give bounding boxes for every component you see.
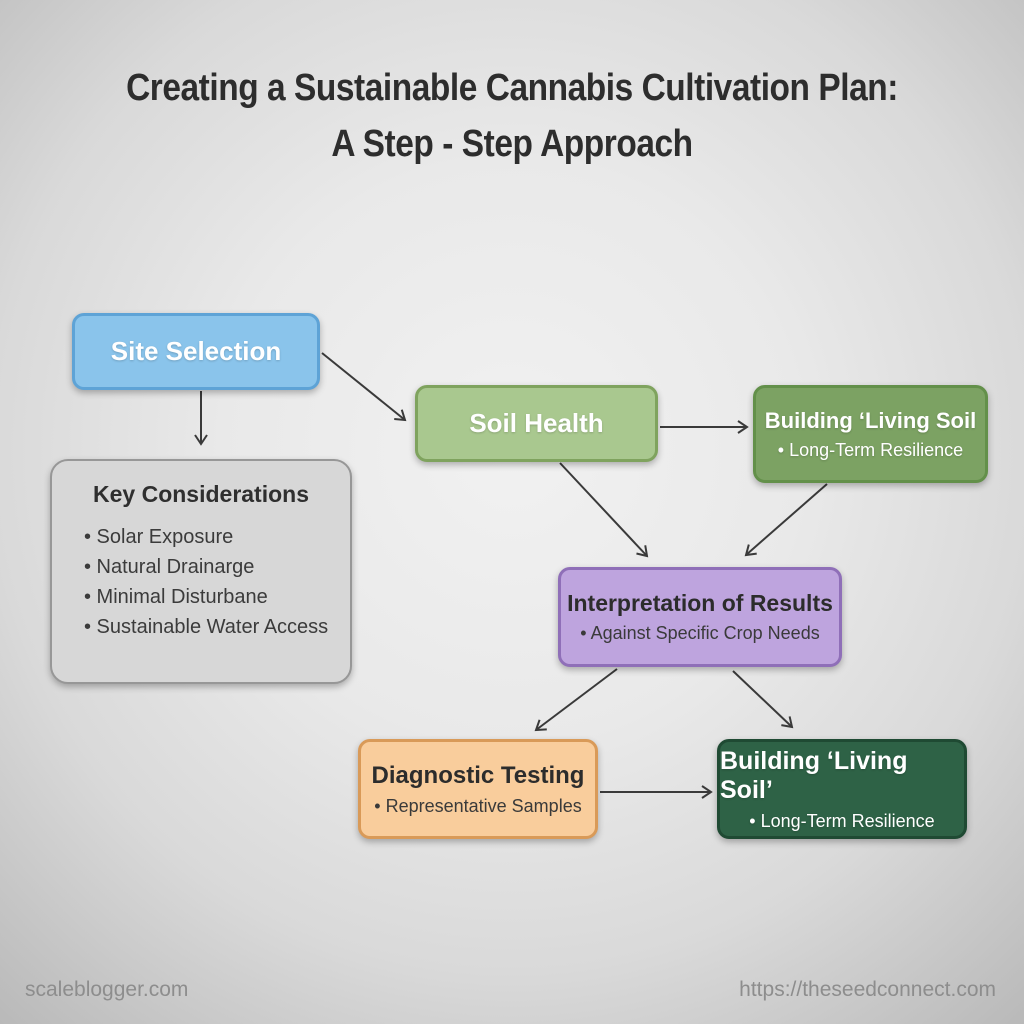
node-building-living-soil-bottom-title: Building ‘Living Soil’ [720, 746, 908, 804]
arrow-interpretation-to-diagnostic [534, 668, 618, 732]
node-building-living-soil-top-bullet: • Long-Term Resilience [777, 439, 964, 460]
key-considerations-item: • Solar Exposure [84, 526, 234, 548]
node-diagnostic-testing-bullet: • Representative Samples [374, 795, 582, 816]
node-interpretation-title: Interpretation of Results [567, 590, 833, 616]
node-building-living-soil-bottom-bullet: • Long-Term Resilience [749, 810, 935, 831]
key-considerations-item: • Sustainable Water Access [84, 616, 329, 638]
arrow-soil-health-to-interpretation [559, 462, 649, 558]
node-soil-health-label: Soil Health [469, 408, 604, 438]
node-building-living-soil-top-title: Building ‘Living Soil [764, 407, 977, 433]
key-considerations-item: • Minimal Disturbane [84, 586, 268, 608]
key-considerations-list: • Solar Exposure • Natural Drainarge • M… [84, 522, 350, 642]
title-line-1: Creating a Sustainable Cannabis Cultivat… [126, 67, 898, 109]
node-soil-health: Soil Health [415, 385, 658, 462]
node-site-selection: Site Selection [72, 313, 320, 390]
page-title: Creating a Sustainable Cannabis Cultivat… [61, 60, 962, 172]
node-diagnostic-testing: Diagnostic Testing • Representative Samp… [358, 739, 598, 839]
key-considerations-item: • Natural Drainarge [84, 556, 255, 578]
node-building-living-soil-bottom: Building ‘Living Soil’ • Long-Term Resil… [717, 739, 967, 839]
footer-left-url: scaleblogger.com [25, 978, 189, 1001]
node-building-living-soil-top: Building ‘Living Soil • Long-Term Resili… [753, 385, 988, 483]
node-key-considerations: Key Considerations • Solar Exposure • Na… [50, 459, 352, 684]
node-interpretation-bullet: • Against Specific Crop Needs [580, 623, 820, 643]
node-diagnostic-testing-title: Diagnostic Testing [371, 761, 585, 789]
footer-right-url: https://theseedconnect.com [739, 978, 996, 1001]
arrow-living-soil-top-to-interpretation [744, 483, 828, 557]
title-line-2: A Step - Step Approach [331, 123, 693, 165]
node-interpretation-of-results: Interpretation of Results • Against Spec… [558, 567, 842, 667]
node-site-selection-label: Site Selection [110, 336, 282, 366]
arrow-interpretation-to-living-soil-bottom [732, 670, 794, 729]
arrow-site-selection-to-soil-health [321, 352, 407, 422]
node-key-considerations-title: Key Considerations [93, 481, 309, 507]
